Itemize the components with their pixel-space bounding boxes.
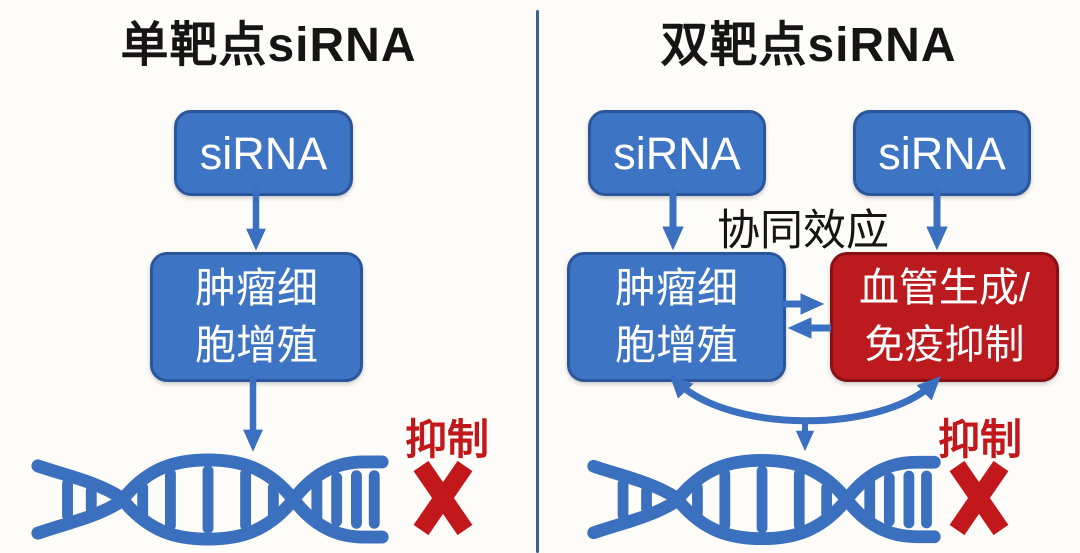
left-sirna-box: siRNA (174, 110, 353, 196)
x-mark-icon (949, 460, 1009, 536)
right-tumor-line1: 肿瘤细 (615, 265, 738, 312)
right-panel-title: 双靶点siRNA (660, 19, 957, 72)
down-arrow-icon (926, 189, 948, 251)
right-sirna-box-left: siRNA (588, 110, 766, 196)
left-sirna-label: siRNA (199, 127, 328, 179)
angio-line2: 免疫抑制 (864, 323, 1025, 367)
right-tumor-line2: 胞增殖 (615, 322, 738, 368)
bidirectional-arrows-icon (781, 293, 831, 339)
left-inhibit-label: 抑制 (404, 416, 489, 463)
right-tumor-box: 肿瘤细 胞增殖 (567, 252, 786, 382)
x-mark-icon (413, 460, 473, 536)
left-tumor-line2: 胞增殖 (195, 322, 318, 368)
angiogenesis-immune-box: 血管生成/ 免疫抑制 (830, 252, 1059, 382)
right-sirna-left-label: siRNA (613, 127, 741, 179)
left-tumor-box: 肿瘤细 胞增殖 (150, 252, 363, 382)
feedback-arc-arrow-icon (669, 374, 941, 452)
left-panel-title: 单靶点siRNA (120, 19, 417, 72)
right-sirna-box-right: siRNA (853, 110, 1031, 196)
dna-helix-icon (578, 452, 950, 547)
down-arrow-icon (662, 189, 684, 251)
angio-line1: 血管生成/ (858, 266, 1031, 311)
down-arrow-icon (246, 189, 266, 251)
panel-divider (536, 10, 539, 553)
dna-helix-icon (22, 452, 398, 547)
synergy-label: 协同效应 (717, 207, 889, 255)
right-inhibit-label: 抑制 (937, 416, 1022, 463)
left-tumor-line1: 肿瘤细 (195, 265, 318, 312)
down-arrow-icon (243, 376, 263, 452)
right-sirna-right-label: siRNA (878, 127, 1006, 179)
